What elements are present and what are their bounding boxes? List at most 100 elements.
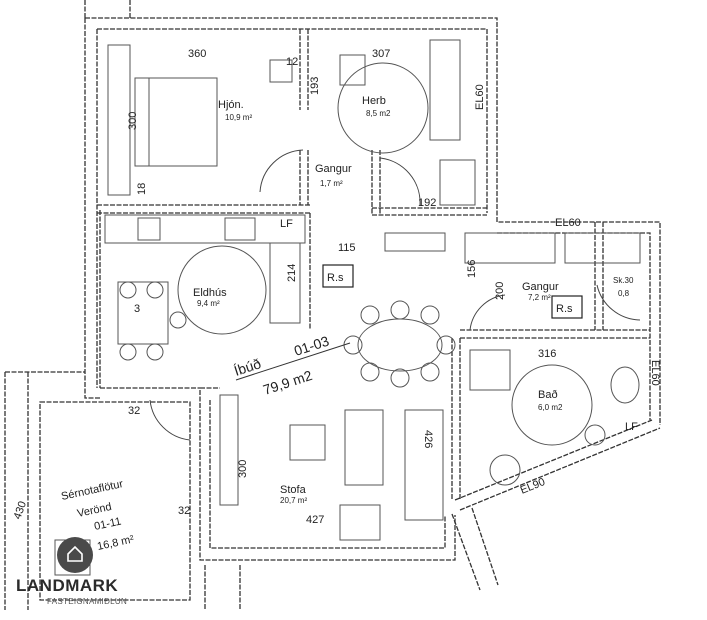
brand-name: LANDMARK	[16, 576, 119, 595]
sernot-name: Sérnotaflötur	[60, 478, 124, 503]
room-gangur1-area: 1,7 m²	[320, 179, 343, 188]
room-hjon-name: Hjón.	[218, 99, 244, 111]
dim-lf1: LF	[280, 218, 293, 230]
room-stofa-area: 20,7 m²	[280, 496, 307, 505]
nightstand-hjon-1	[269, 59, 293, 83]
dim-el60b: EL60	[555, 217, 581, 229]
dim-214: 214	[286, 264, 298, 282]
armchair	[289, 424, 326, 461]
coffee-table	[344, 409, 384, 486]
counter-kitchen-side	[269, 242, 301, 324]
dim-426: 426	[422, 430, 434, 448]
outer-wall-right-inner	[497, 232, 651, 420]
dim-427: 427	[306, 514, 324, 526]
wall-hall-bath	[460, 329, 650, 339]
stove	[224, 217, 256, 241]
door-entry	[469, 294, 506, 331]
ibud-name: Íbúð	[232, 355, 263, 379]
dim-307: 307	[372, 48, 390, 60]
eldhus-circle	[177, 245, 267, 335]
dim-156: 156	[466, 260, 478, 278]
dim-360: 360	[188, 48, 206, 60]
room-gangur1-name: Gangur	[315, 163, 352, 175]
room-sk-name: Sk.30	[613, 276, 634, 285]
diagonal-wall-out	[451, 507, 499, 591]
dim-193: 193	[309, 77, 321, 95]
wall-sk	[594, 222, 604, 330]
wall-hjon-right	[299, 29, 309, 110]
dim-el90: EL90	[519, 476, 547, 497]
outer-wall-top	[85, 17, 661, 425]
bed-herb	[429, 39, 461, 141]
door-terrace	[149, 399, 191, 441]
shelf-herb	[439, 159, 476, 206]
room-herb-area: 8,5 m2	[366, 109, 391, 118]
terrace-edge	[4, 371, 85, 610]
bath-cabinet	[469, 349, 511, 391]
sink-bath	[489, 454, 521, 486]
dim-el60a: EL60	[474, 84, 486, 110]
brand-tagline: FASTEIGNAMIÐLUN	[47, 597, 128, 606]
dim-200: 200	[494, 282, 506, 300]
dim-300b: 300	[237, 460, 249, 478]
rs-label-2: R.s	[556, 303, 573, 315]
room-sk-area: 0,8	[618, 289, 630, 298]
rs-label-1: R.s	[327, 272, 344, 284]
room-bad-name: Bað	[538, 389, 558, 401]
bottom-wall	[199, 390, 456, 561]
desk-herb	[339, 54, 366, 86]
rs-box-1	[322, 264, 354, 288]
door-sk	[596, 284, 641, 321]
terrace-right	[204, 565, 241, 610]
herb-circle	[337, 62, 429, 154]
toilet	[610, 366, 640, 404]
dim-430: 430	[12, 500, 30, 521]
dim-32b: 32	[178, 505, 190, 517]
ibud-code: 01-03	[292, 333, 331, 359]
hall-shelf	[564, 232, 641, 264]
wall-hjon-door	[299, 150, 309, 205]
tv-cabinet	[219, 394, 239, 506]
hall-bench	[464, 232, 556, 264]
room-stofa-name: Stofa	[280, 484, 307, 496]
dim-115: 115	[338, 242, 356, 254]
rs-box-2	[551, 295, 583, 319]
dim-192: 192	[418, 197, 436, 209]
room-herb-name: Herb	[362, 95, 386, 107]
bed-hjon	[134, 77, 218, 167]
diagonal-wall-inner	[454, 419, 653, 501]
wall-herb-bottom	[372, 207, 487, 216]
dim-lf2: LF	[625, 421, 638, 433]
dim-12: 12	[286, 56, 298, 68]
door-hjon	[259, 149, 304, 193]
wardrobe-hjon	[107, 44, 131, 196]
ibud-area: 79,9 m2	[261, 367, 314, 398]
dim-316: 316	[538, 348, 556, 360]
bath-circle	[511, 364, 593, 446]
bottom-wall-inner	[209, 400, 446, 549]
door-herb	[379, 157, 421, 206]
sernot-sub: Verönd	[76, 501, 113, 520]
ibud-underline	[235, 342, 351, 381]
room-hjon-area: 10,9 m²	[225, 113, 252, 122]
sernot-code: 01-11	[93, 516, 122, 533]
dim-300a: 300	[127, 112, 139, 130]
pillow-hjon	[134, 77, 150, 167]
room-gangur2-name: Gangur	[522, 281, 559, 293]
wall-hjon-bottom	[97, 204, 310, 214]
room-bad-area: 6,0 m2	[538, 403, 563, 412]
sink-bath-2	[584, 424, 606, 446]
sofa	[404, 409, 444, 521]
hall-cabinet	[384, 232, 446, 252]
dim-el60c: EL60	[649, 360, 661, 386]
counter-kitchen	[104, 214, 306, 244]
room-gangur2-area: 7,2 m²	[528, 293, 551, 302]
landmark-logo: LANDMARK FASTEIGNAMIÐLUN	[10, 537, 145, 612]
diagonal-wall	[459, 427, 661, 511]
dim-32a: 32	[128, 405, 140, 417]
terrace-outline	[39, 401, 191, 601]
kitchen-table	[117, 281, 169, 345]
outer-wall-top-inner	[97, 28, 488, 213]
dim-3: 3	[134, 303, 140, 315]
